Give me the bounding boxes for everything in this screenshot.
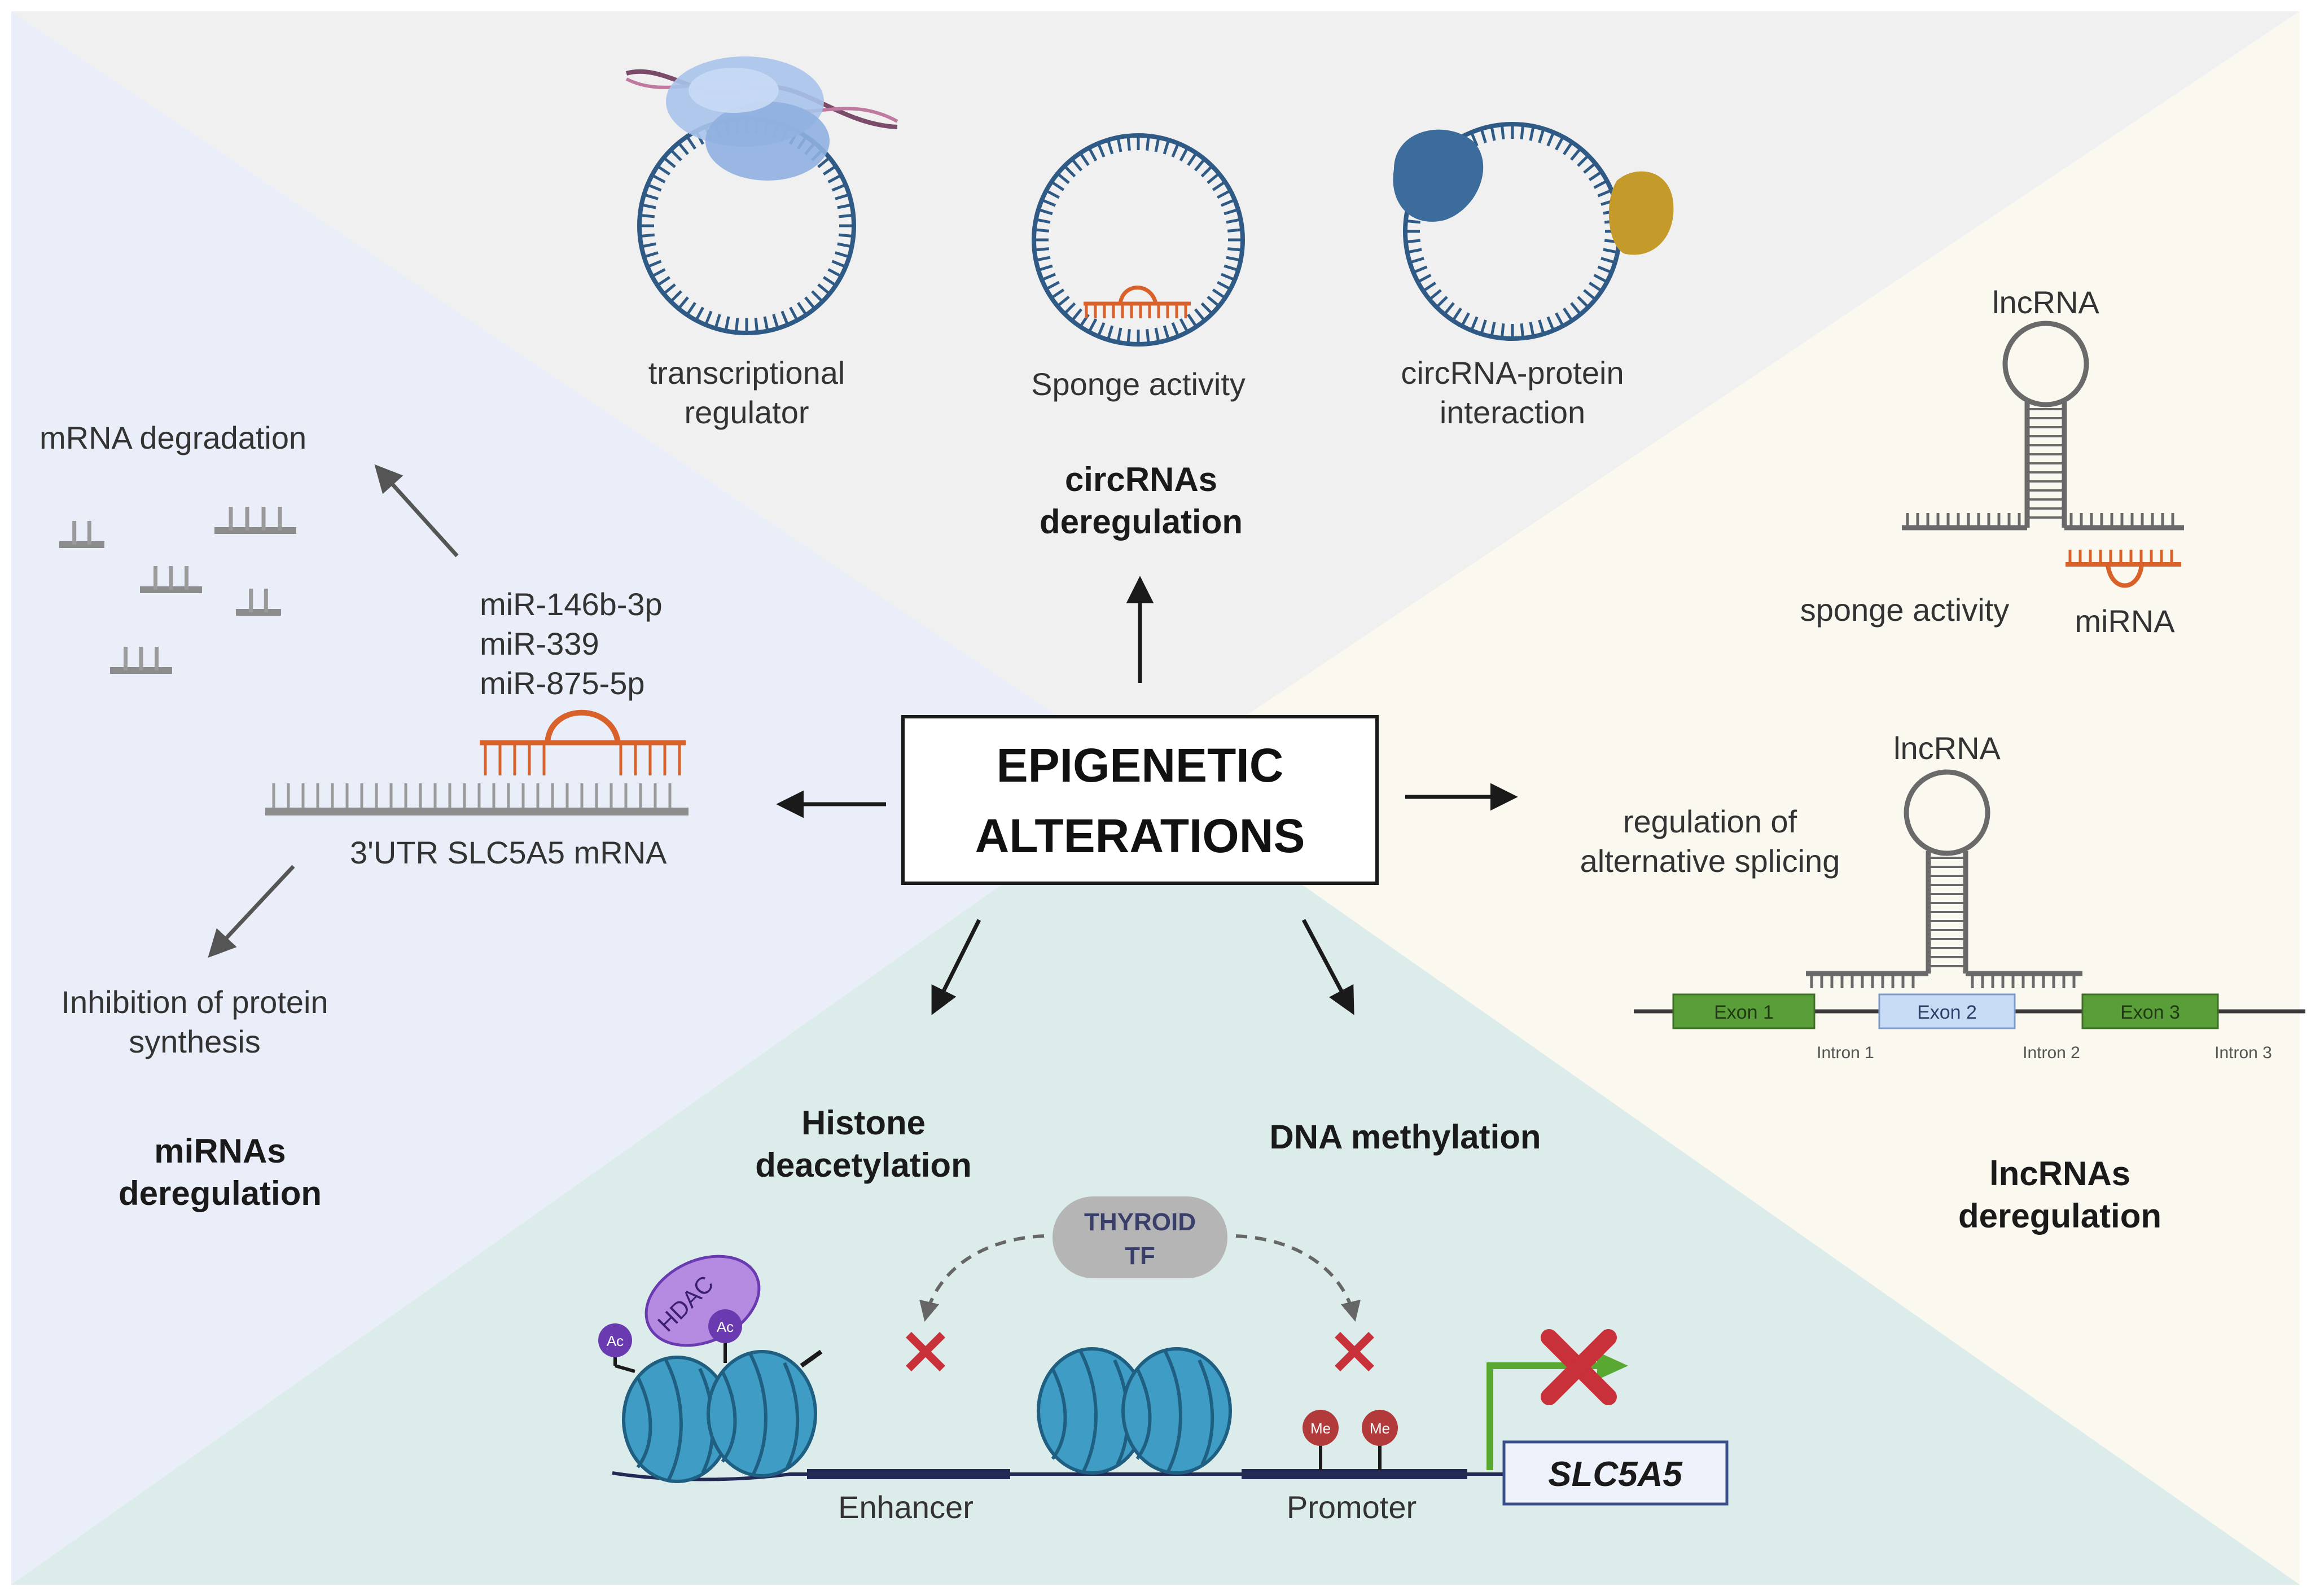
methyl-marker bbox=[1303, 1410, 1339, 1470]
blocked-cross-icon bbox=[1335, 1332, 1374, 1371]
thyroid-tf-pill bbox=[1053, 1196, 1227, 1278]
histone-title-1: Histone bbox=[801, 1104, 926, 1142]
center-title-1: EPIGENETIC bbox=[997, 739, 1284, 792]
exon-3-box bbox=[2081, 993, 2219, 1029]
mrna-fragment bbox=[236, 589, 281, 616]
inhibition-label-2: synthesis bbox=[129, 1024, 260, 1059]
bottom-panel bbox=[11, 779, 2300, 1585]
methyl-marker bbox=[1362, 1410, 1398, 1470]
transcription-arrowhead bbox=[1597, 1352, 1628, 1380]
right-panel bbox=[1151, 11, 2300, 1585]
intron-2-label: Intron 2 bbox=[2023, 1043, 2080, 1062]
mir-146b-label: miR-146b-3p bbox=[480, 586, 663, 622]
enhancer-label: Enhancer bbox=[838, 1489, 973, 1525]
slc5a5-gene-label: SLC5A5 bbox=[1548, 1455, 1683, 1494]
intron-3-label: Intron 3 bbox=[2214, 1043, 2272, 1062]
exon-1-box bbox=[1672, 993, 1816, 1029]
protein-blue-icon bbox=[1393, 129, 1484, 222]
transcriptional-label-2: regulator bbox=[684, 394, 809, 430]
tf-arrow-to-enhancer bbox=[919, 1234, 1045, 1322]
exon-2-label: Exon 2 bbox=[1917, 1002, 1977, 1023]
mir-339-label: miR-339 bbox=[480, 626, 599, 661]
arrow-to-inhibition bbox=[208, 865, 295, 958]
mrna-fragment bbox=[140, 566, 202, 593]
splicing-label-1: regulation of bbox=[1623, 804, 1797, 839]
promoter-label: Promoter bbox=[1287, 1489, 1417, 1525]
mirna-label: miRNA bbox=[2075, 603, 2175, 639]
lncrna-hairpin-top bbox=[1902, 321, 2184, 530]
dna-methylation-title: DNA methylation bbox=[1269, 1118, 1541, 1156]
dna-baseline bbox=[612, 1471, 1504, 1481]
sponge-activity-label: Sponge activity bbox=[1031, 366, 1246, 402]
lncrna-top-label: lncRNA bbox=[1992, 284, 2099, 320]
circrna-title-1: circRNAs bbox=[1065, 461, 1217, 498]
arrow-to-degradation bbox=[374, 464, 459, 558]
lncrna-bound-mirna bbox=[2066, 550, 2181, 588]
acetyl-marker bbox=[598, 1323, 635, 1373]
histone-tail bbox=[800, 1349, 823, 1368]
acetyl-label: Ac bbox=[607, 1332, 624, 1349]
top-panel bbox=[11, 11, 2300, 779]
utr-mrna-strand bbox=[265, 783, 689, 815]
circrna-protein-label-2: interaction bbox=[1440, 394, 1585, 430]
slc5a5-gene-box bbox=[1502, 1440, 1729, 1506]
transcriptional-label-1: transcriptional bbox=[648, 355, 845, 391]
exon-2-box bbox=[1878, 993, 2016, 1029]
mrna-fragment bbox=[214, 507, 296, 534]
thyroid-tf-label-1: THYROID bbox=[1084, 1208, 1196, 1236]
splicing-label-2: alternative splicing bbox=[1580, 843, 1840, 879]
nucleosome-icon bbox=[707, 1350, 817, 1477]
circrna-title-2: deregulation bbox=[1040, 503, 1243, 541]
circrna-circle-sponge bbox=[1032, 133, 1245, 347]
exon-1-label: Exon 1 bbox=[1714, 1002, 1774, 1023]
mir-875-label: miR-875-5p bbox=[480, 665, 645, 701]
histone-title-2: deacetylation bbox=[755, 1146, 971, 1184]
nucleosome-icon bbox=[1121, 1347, 1232, 1475]
nucleosome-icon bbox=[622, 1356, 733, 1483]
methyl-label: Me bbox=[1310, 1420, 1331, 1437]
arrow-to-dna-methylation bbox=[1301, 919, 1354, 1015]
transcription-start-arrow bbox=[1486, 1362, 1600, 1470]
circrna-section: transcriptional regulator Sponge activit… bbox=[625, 56, 1674, 541]
thyroid-tf-label-2: TF bbox=[1125, 1242, 1155, 1270]
tf-arrow-to-promoter bbox=[1235, 1234, 1361, 1322]
blocked-transcription-icon bbox=[1541, 1329, 1617, 1405]
lncrna-title-2: deregulation bbox=[1958, 1197, 2161, 1235]
blocked-cross-icon bbox=[906, 1332, 945, 1371]
lncrna-bottom-label: lncRNA bbox=[1893, 730, 2001, 766]
lncrna-hairpin-bottom bbox=[1806, 769, 2082, 988]
mirna-section: mRNA degradation miR-146b-3p miR-339 miR… bbox=[40, 420, 689, 1212]
mirna-title-2: deregulation bbox=[119, 1174, 322, 1212]
acetyl-marker bbox=[708, 1309, 742, 1363]
protein-gold-icon bbox=[1608, 171, 1674, 255]
nucleosome-icon bbox=[1037, 1347, 1147, 1475]
mirna-bound-icon bbox=[1084, 286, 1191, 318]
utr-label: 3'UTR SLC5A5 mRNA bbox=[350, 835, 667, 870]
inhibition-label-1: Inhibition of protein bbox=[61, 984, 328, 1020]
bottom-section: Histone deacetylation DNA methylation TH… bbox=[598, 1104, 1729, 1525]
lncrna-section: lncRNA sponge activity miRNA lncRNA bbox=[1580, 284, 2305, 1235]
mrna-fragment bbox=[110, 647, 172, 674]
mrna-fragment bbox=[59, 521, 104, 548]
mirna-title-1: miRNAs bbox=[154, 1132, 286, 1170]
mirna-bound-strand bbox=[480, 709, 686, 775]
methyl-label: Me bbox=[1370, 1420, 1390, 1437]
intron-1-label: Intron 1 bbox=[1817, 1043, 1874, 1062]
exon-3-label: Exon 3 bbox=[2120, 1002, 2180, 1023]
circrna-protein-label-1: circRNA-protein bbox=[1401, 355, 1624, 391]
ribosome-icon bbox=[666, 56, 830, 181]
arrow-to-histone bbox=[931, 919, 981, 1015]
lncrna-title-1: lncRNAs bbox=[1989, 1155, 2130, 1192]
sponge-activity-lnc-label: sponge activity bbox=[1800, 592, 2009, 628]
center-title-2: ALTERATIONS bbox=[975, 809, 1305, 862]
mrna-degradation-label: mRNA degradation bbox=[40, 420, 306, 455]
center-box bbox=[901, 715, 1379, 885]
acetyl-label: Ac bbox=[717, 1318, 734, 1335]
